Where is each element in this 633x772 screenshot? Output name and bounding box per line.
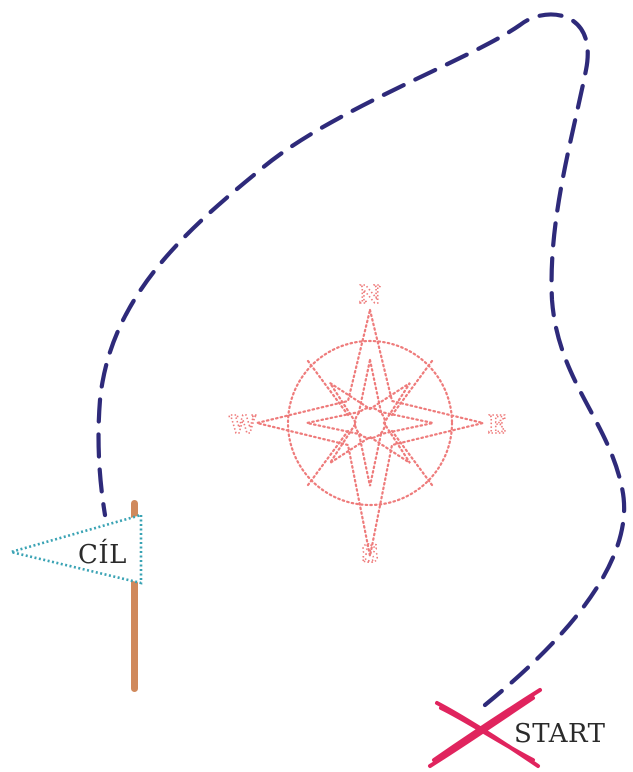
- start-label: START: [514, 719, 606, 749]
- goal-flag: CÍL: [5, 500, 143, 692]
- compass-star: [256, 309, 484, 557]
- compass-east-label: E: [488, 410, 506, 439]
- compass-north-label: N: [359, 280, 381, 309]
- route-path: [96, 12, 627, 708]
- flag-pennant: [5, 513, 143, 585]
- compass-south-label: S: [361, 539, 378, 568]
- compass-west-label: W: [229, 410, 258, 439]
- start-marker: START: [428, 688, 606, 768]
- compass-rose: N E S W: [228, 279, 507, 569]
- goal-label: CÍL: [78, 538, 127, 570]
- x-mark-icon: [428, 688, 542, 768]
